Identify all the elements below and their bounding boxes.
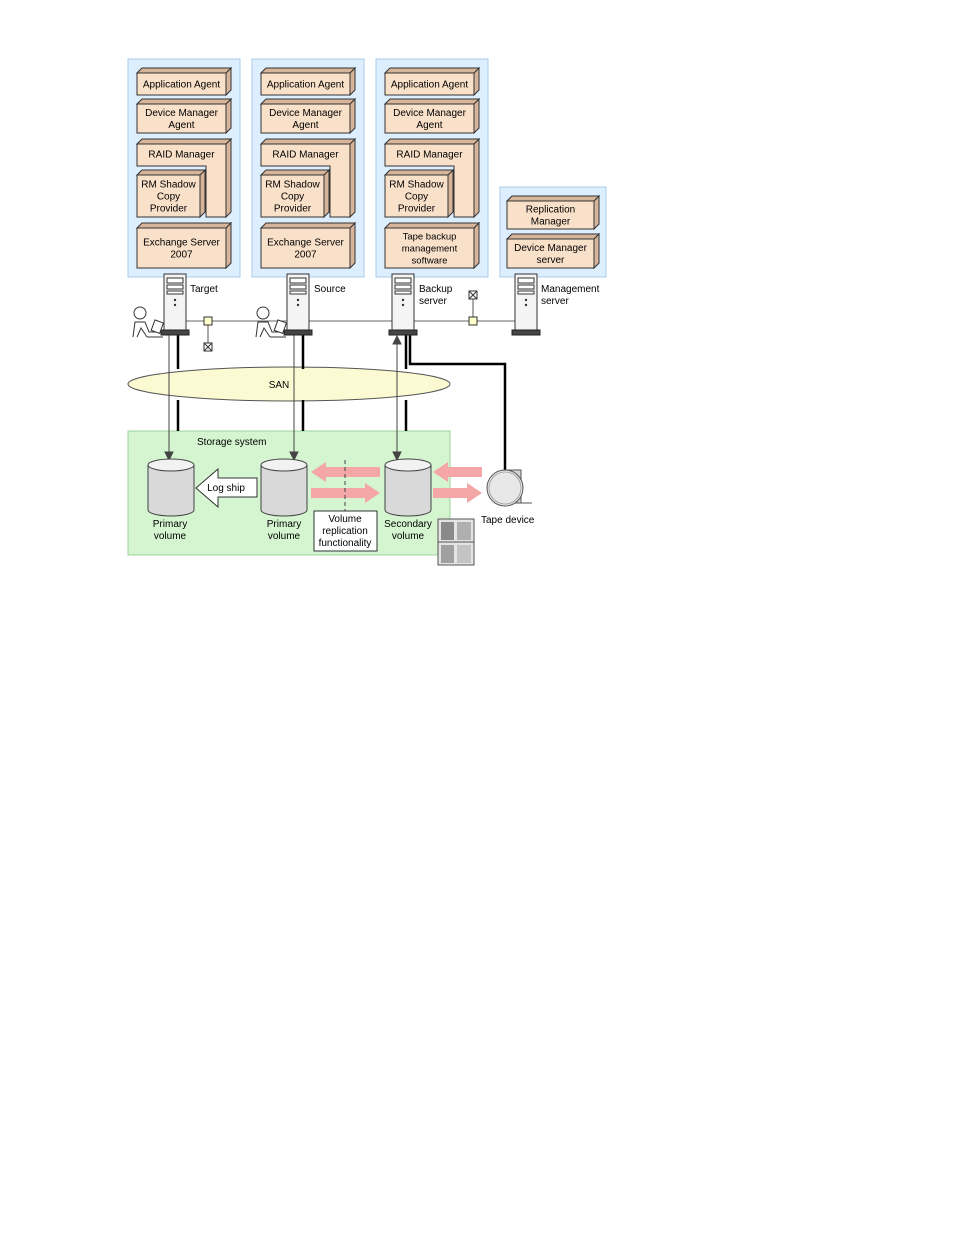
target-server-icon bbox=[161, 274, 189, 335]
san-label: SAN bbox=[269, 380, 290, 391]
backup-application-agent-label: Application Agent bbox=[391, 80, 469, 91]
backup-raid-manager-label: RAID Manager bbox=[396, 150, 463, 161]
target-primary-volume-icon bbox=[148, 459, 194, 516]
target-application-agent: Application Agent bbox=[137, 68, 231, 95]
secondary-volume-icon bbox=[385, 459, 431, 516]
tape-device-icon bbox=[487, 470, 532, 506]
tape-device-label: Tape device bbox=[481, 515, 535, 526]
log-ship-label: Log ship bbox=[207, 483, 245, 494]
backup-server-icon bbox=[389, 274, 417, 335]
source-raid-manager-label: RAID Manager bbox=[272, 150, 339, 161]
source-operator-icon bbox=[256, 307, 286, 337]
source-application-agent: Application Agent bbox=[261, 68, 355, 95]
source-application-agent-label: Application Agent bbox=[267, 80, 345, 91]
source-server-label: Source bbox=[314, 284, 346, 295]
target-application-agent-label: Application Agent bbox=[143, 80, 221, 91]
management-server-icon bbox=[512, 274, 540, 335]
storage-cabinet-icon bbox=[438, 519, 474, 565]
backup-application-agent: Application Agent bbox=[385, 68, 479, 95]
target-raid-manager-label: RAID Manager bbox=[148, 150, 215, 161]
source-server-icon bbox=[284, 274, 312, 335]
target-operator-icon bbox=[133, 307, 163, 337]
target-server-label: Target bbox=[190, 284, 218, 295]
storage-system-label: Storage system bbox=[197, 437, 266, 448]
lan-connector-target bbox=[204, 317, 212, 351]
source-primary-volume-icon bbox=[261, 459, 307, 516]
lan-connector-management bbox=[469, 291, 477, 325]
